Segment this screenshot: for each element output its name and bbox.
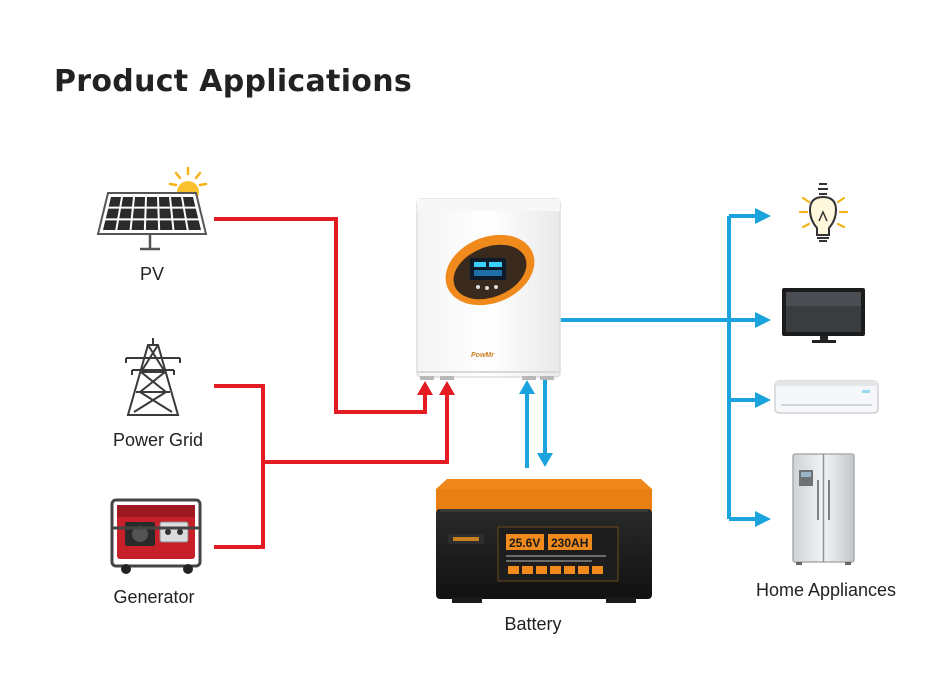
solar-cell	[159, 220, 173, 230]
solar-cell	[187, 220, 202, 230]
grid-line	[214, 384, 449, 464]
solar-cell	[173, 220, 187, 230]
generator-line	[214, 462, 265, 549]
solar-cell	[182, 197, 196, 207]
battery-level-segment	[592, 566, 603, 574]
battery-level-segment	[578, 566, 589, 574]
solar-cell	[185, 208, 199, 219]
battery-level-segment	[522, 566, 533, 574]
light-bulb-icon	[798, 183, 849, 242]
solar-cell	[105, 208, 119, 219]
battery-level-segment	[564, 566, 575, 574]
solar-cell	[146, 208, 158, 219]
inverter-screen	[470, 258, 506, 280]
pv-arrow	[417, 381, 433, 395]
power-tower-icon	[125, 338, 181, 416]
label-battery: Battery	[504, 614, 561, 634]
battery-level-segment	[550, 566, 561, 574]
solar-cell	[131, 220, 145, 230]
solar-cell	[132, 208, 145, 219]
solar-cell	[172, 208, 185, 219]
solar-cell	[145, 220, 159, 230]
solar-cell	[134, 197, 146, 207]
battery-level-segment	[508, 566, 519, 574]
battery-capacity: 230AH	[551, 536, 588, 550]
label-power-grid: Power Grid	[113, 430, 203, 450]
output-arrows	[519, 208, 771, 527]
solar-cell	[159, 208, 172, 219]
inverter-brand-logo: PowMr	[471, 352, 495, 359]
label-pv: PV	[140, 264, 164, 284]
solar-cell	[117, 220, 131, 230]
solar-cell	[102, 220, 117, 230]
sun-icon	[168, 166, 208, 187]
solar-cell	[119, 208, 132, 219]
label-generator: Generator	[113, 587, 194, 607]
solar-cell	[170, 197, 183, 207]
battery-voltage: 25.6V	[509, 536, 540, 550]
pv-line	[214, 217, 427, 414]
output-connections	[525, 214, 757, 521]
battery-device: 25.6V 230AH	[436, 479, 652, 603]
solar-cell	[146, 197, 158, 207]
grid-arrow	[439, 381, 455, 395]
page-title: Product Applications	[54, 64, 413, 99]
air-conditioner-icon	[774, 380, 879, 414]
label-home-appliances: Home Appliances	[756, 580, 896, 600]
generator-icon	[110, 498, 202, 574]
solar-panel-icon	[96, 166, 208, 251]
tv-icon	[782, 288, 865, 343]
refrigerator-icon	[792, 453, 855, 565]
solar-cell	[158, 197, 170, 207]
solar-cell	[121, 197, 134, 207]
input-connections	[214, 217, 449, 549]
battery-level-segment	[536, 566, 547, 574]
inverter-device: PowMr	[416, 198, 561, 380]
solar-cell	[108, 197, 122, 207]
